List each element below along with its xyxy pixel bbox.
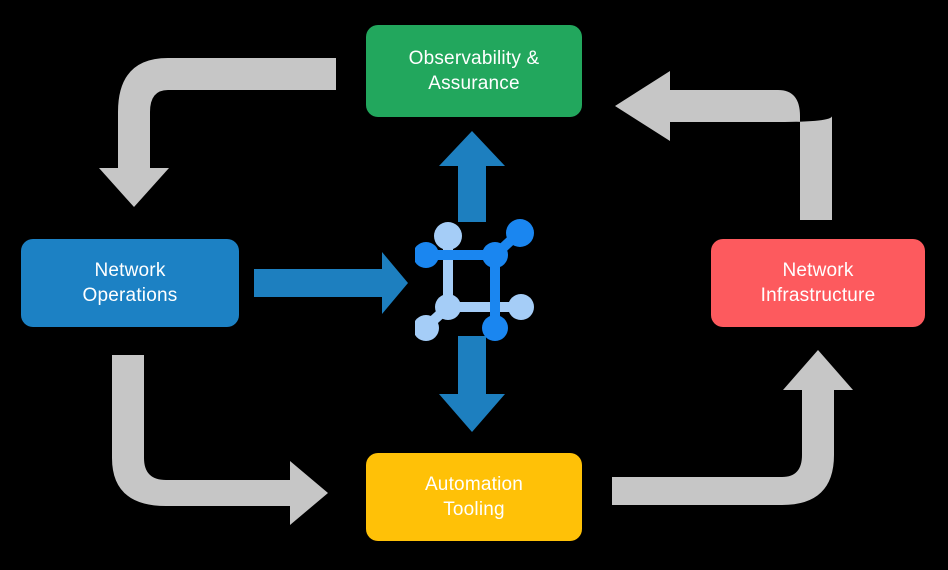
hub-node-center-dark	[482, 242, 508, 268]
hub-node-bottom-left-light	[415, 315, 439, 341]
node-observability-assurance-label: Observability & Assurance	[408, 47, 540, 94]
hub-node-right-light	[508, 294, 534, 320]
node-automation-tooling[interactable]: Automation Tooling	[366, 453, 582, 541]
network-topology-icon	[415, 219, 534, 341]
loop-arrow-observability-to-operations	[99, 58, 336, 207]
node-network-infrastructure[interactable]: Network Infrastructure	[711, 239, 925, 327]
node-network-infrastructure-label: Network Infrastructure	[760, 259, 876, 306]
hub-node-bottom-dark	[482, 315, 508, 341]
loop-arrow-infrastructure-to-observability	[615, 71, 832, 220]
node-network-operations-label: Network Operations	[82, 259, 178, 306]
hub-node-mid-left-light	[435, 294, 461, 320]
hub-node-left-dark	[415, 242, 439, 268]
hub-node-top-light	[434, 222, 462, 250]
direct-arrow-operations-to-hub	[254, 252, 408, 314]
loop-arrow-automation-to-infrastructure	[612, 350, 853, 505]
hub-node-top-right-dark	[506, 219, 534, 247]
node-observability-assurance[interactable]: Observability & Assurance	[366, 25, 582, 117]
direct-arrow-hub-to-observability	[439, 131, 505, 222]
node-network-operations[interactable]: Network Operations	[21, 239, 239, 327]
node-automation-tooling-label: Automation Tooling	[424, 473, 524, 520]
loop-arrow-operations-to-automation	[112, 355, 328, 525]
direct-arrow-hub-to-automation	[439, 336, 505, 432]
